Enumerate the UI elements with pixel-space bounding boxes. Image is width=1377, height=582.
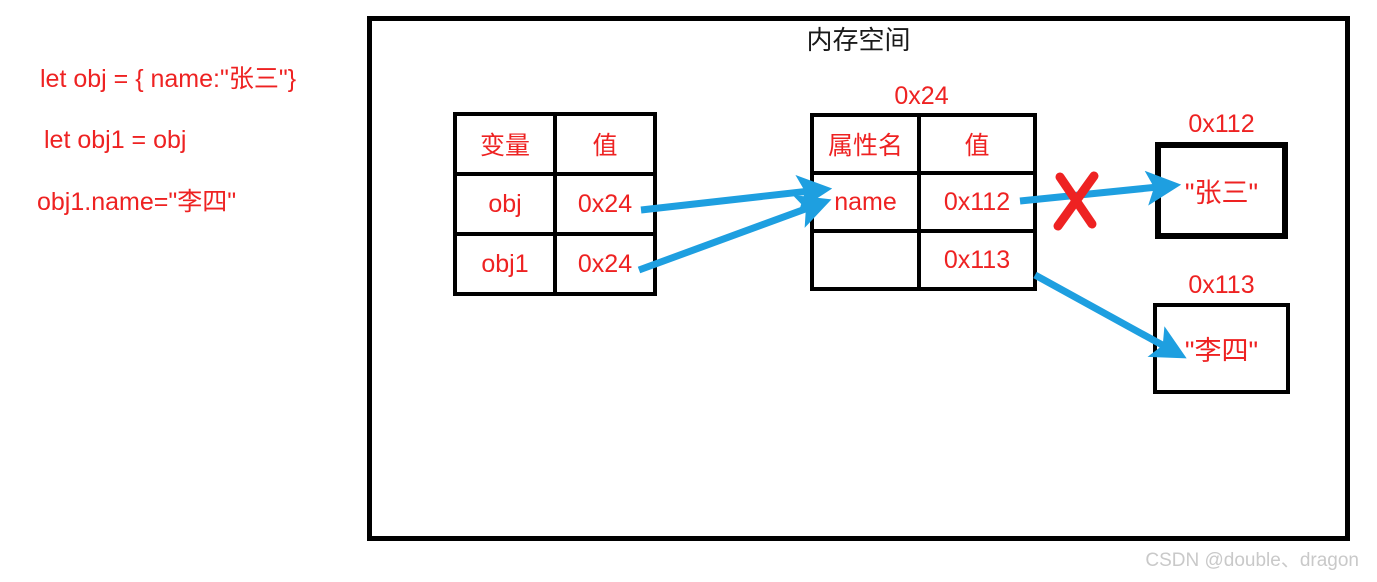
code-snippet: let obj = { name:"张三"} let obj1 = obj ob… (36, 66, 356, 215)
table-row: obj 0x24 (453, 172, 657, 236)
table-row: name 0x112 (810, 171, 1037, 233)
heap-cell-value-0x112: 0x112 (917, 171, 1037, 233)
memory-space-title: 内存空间 (806, 25, 911, 55)
value-box-zhangsan: "张三" (1155, 142, 1288, 239)
stack-cell-obj-name: obj (453, 172, 557, 236)
heap-header-property: 属性名 (810, 113, 921, 175)
table-header-row: 属性名 值 (810, 113, 1037, 175)
value-box-lisi: "李四" (1153, 303, 1290, 394)
heap-cell-property-empty (810, 229, 921, 291)
heap-header-value: 值 (917, 113, 1037, 175)
heap-cell-property-name: name (810, 171, 921, 233)
stack-cell-obj-value: 0x24 (553, 172, 657, 236)
table-row: obj1 0x24 (453, 232, 657, 296)
stack-header-variable: 变量 (453, 112, 557, 176)
code-line-mutation: obj1.name="李四" (37, 187, 237, 216)
stack-header-value: 值 (553, 112, 657, 176)
heap-table-address-label: 0x24 (894, 82, 949, 110)
heap-cell-value-0x113: 0x113 (917, 229, 1037, 291)
stack-cell-obj1-name: obj1 (453, 232, 557, 296)
watermark: CSDN @double、dragon (1145, 550, 1359, 571)
table-row: 0x113 (810, 229, 1037, 291)
stack-cell-obj1-value: 0x24 (553, 232, 657, 296)
code-line-assignment: let obj1 = obj (44, 126, 187, 155)
variable-table: 变量 值 obj 0x24 obj1 0x24 (453, 112, 657, 296)
value-box-112-address-label: 0x112 (1188, 110, 1255, 138)
table-header-row: 变量 值 (453, 112, 657, 176)
heap-object-table: 属性名 值 name 0x112 0x113 (810, 113, 1037, 291)
code-line-declaration: let obj = { name:"张三"} (40, 65, 297, 93)
value-box-113-address-label: 0x113 (1188, 271, 1255, 299)
